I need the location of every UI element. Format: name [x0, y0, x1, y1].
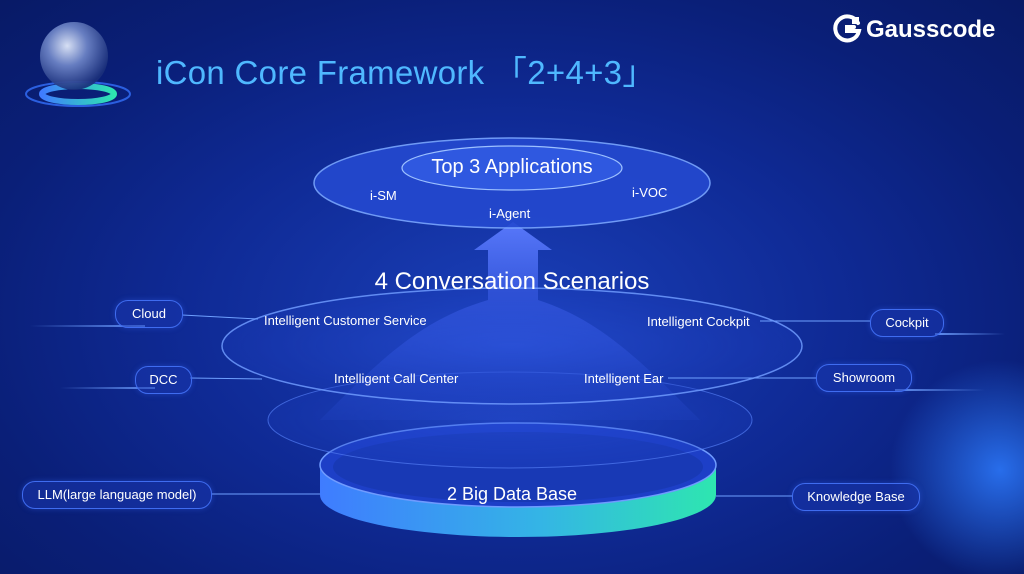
scenario-cockpit: Intelligent Cockpit — [647, 314, 750, 329]
scenario-ear: Intelligent Ear — [584, 371, 664, 386]
tag-cloud: Cloud — [115, 300, 183, 328]
top-disk — [313, 137, 711, 229]
base-layer-heading: 2 Big Data Base — [446, 484, 578, 504]
tag-showroom: Showroom — [816, 364, 912, 392]
brand-name: Gausscode — [866, 16, 996, 43]
scenario-call-center: Intelligent Call Center — [334, 371, 459, 386]
app-i-agent: i-Agent — [489, 206, 531, 221]
tag-cockpit: Cockpit — [870, 309, 944, 337]
page-title: iCon Core Framework 「2+4+3」 — [156, 54, 656, 91]
streak-cloud — [30, 325, 145, 327]
middle-disk — [221, 287, 803, 405]
middle-layer-heading: 4 Conversation Scenarios — [374, 268, 650, 295]
scenario-customer-service: Intelligent Customer Service — [264, 313, 427, 328]
connector-dcc — [189, 377, 263, 380]
tag-llm: LLM(large language model) — [22, 481, 212, 509]
app-i-sm: i-SM — [370, 188, 397, 203]
app-i-voc: i-VOC — [632, 185, 668, 200]
streak-showroom — [895, 389, 985, 391]
tag-dcc: DCC — [135, 366, 192, 394]
corner-glow — [890, 360, 1024, 574]
top-layer-heading: Top 3 Applications — [431, 156, 593, 178]
gausscode-logo-icon — [833, 14, 862, 43]
connector-cloud — [181, 314, 259, 320]
streak-dcc — [60, 387, 155, 389]
glass-sphere-icon — [25, 22, 131, 107]
tag-knowledge-base: Knowledge Base — [792, 483, 920, 511]
streak-cockpit — [935, 333, 1005, 335]
